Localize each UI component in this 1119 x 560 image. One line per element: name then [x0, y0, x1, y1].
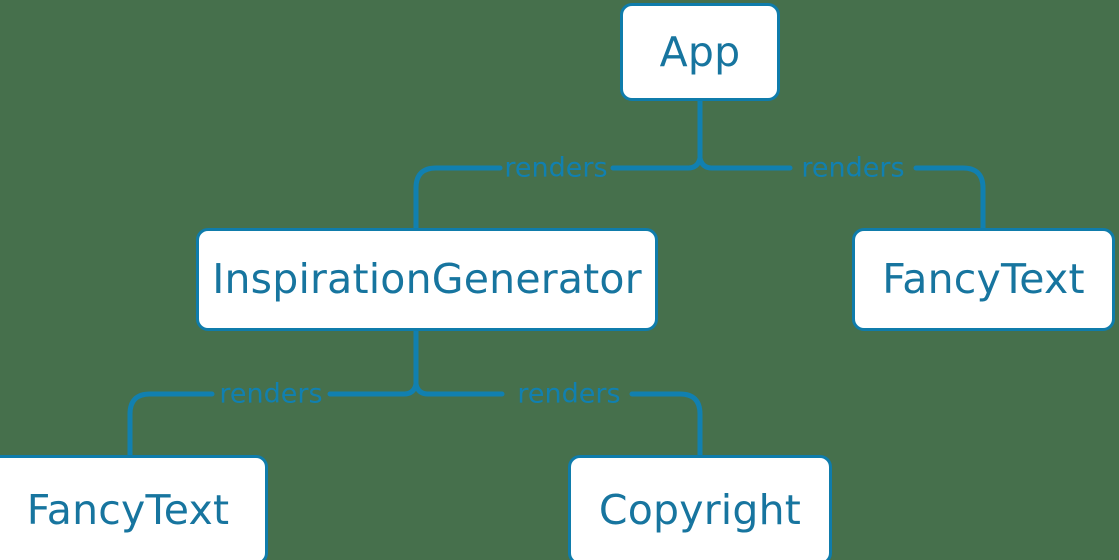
edge-app-to-fancytext-right-seg — [913, 165, 986, 231]
node-inspirationgenerator[interactable]: InspirationGenerator — [196, 228, 658, 331]
edge-inspirationgenerator-to-copyright-right-seg — [629, 391, 703, 458]
edge-app-junction — [685, 155, 715, 171]
node-app[interactable]: App — [620, 3, 780, 101]
edge-label-inspirationgenerator-to-copyright: renders — [517, 378, 621, 410]
edge-label-inspirationgenerator-to-fancytext-left: renders — [219, 378, 323, 410]
node-fancytext-left-label: FancyText — [26, 485, 230, 534]
edge-app-to-inspirationgenerator-left-seg — [413, 165, 503, 231]
node-app-label: App — [659, 27, 741, 76]
edge-label-app-to-fancytext-right: renders — [801, 152, 905, 184]
node-fancytext-right-label: FancyText — [882, 255, 1085, 303]
node-copyright-label: Copyright — [598, 485, 802, 534]
node-fancytext-left[interactable]: FancyText — [0, 455, 268, 560]
node-copyright[interactable]: Copyright — [568, 455, 832, 560]
edge-inspirationgenerator-junction — [401, 381, 431, 397]
edge-inspirationgenerator-to-fancytext-left-seg — [127, 391, 215, 458]
node-inspirationgenerator-label: InspirationGenerator — [212, 255, 642, 303]
edge-label-app-to-inspirationgenerator: renders — [504, 152, 608, 184]
node-fancytext-right[interactable]: FancyText — [852, 228, 1115, 331]
